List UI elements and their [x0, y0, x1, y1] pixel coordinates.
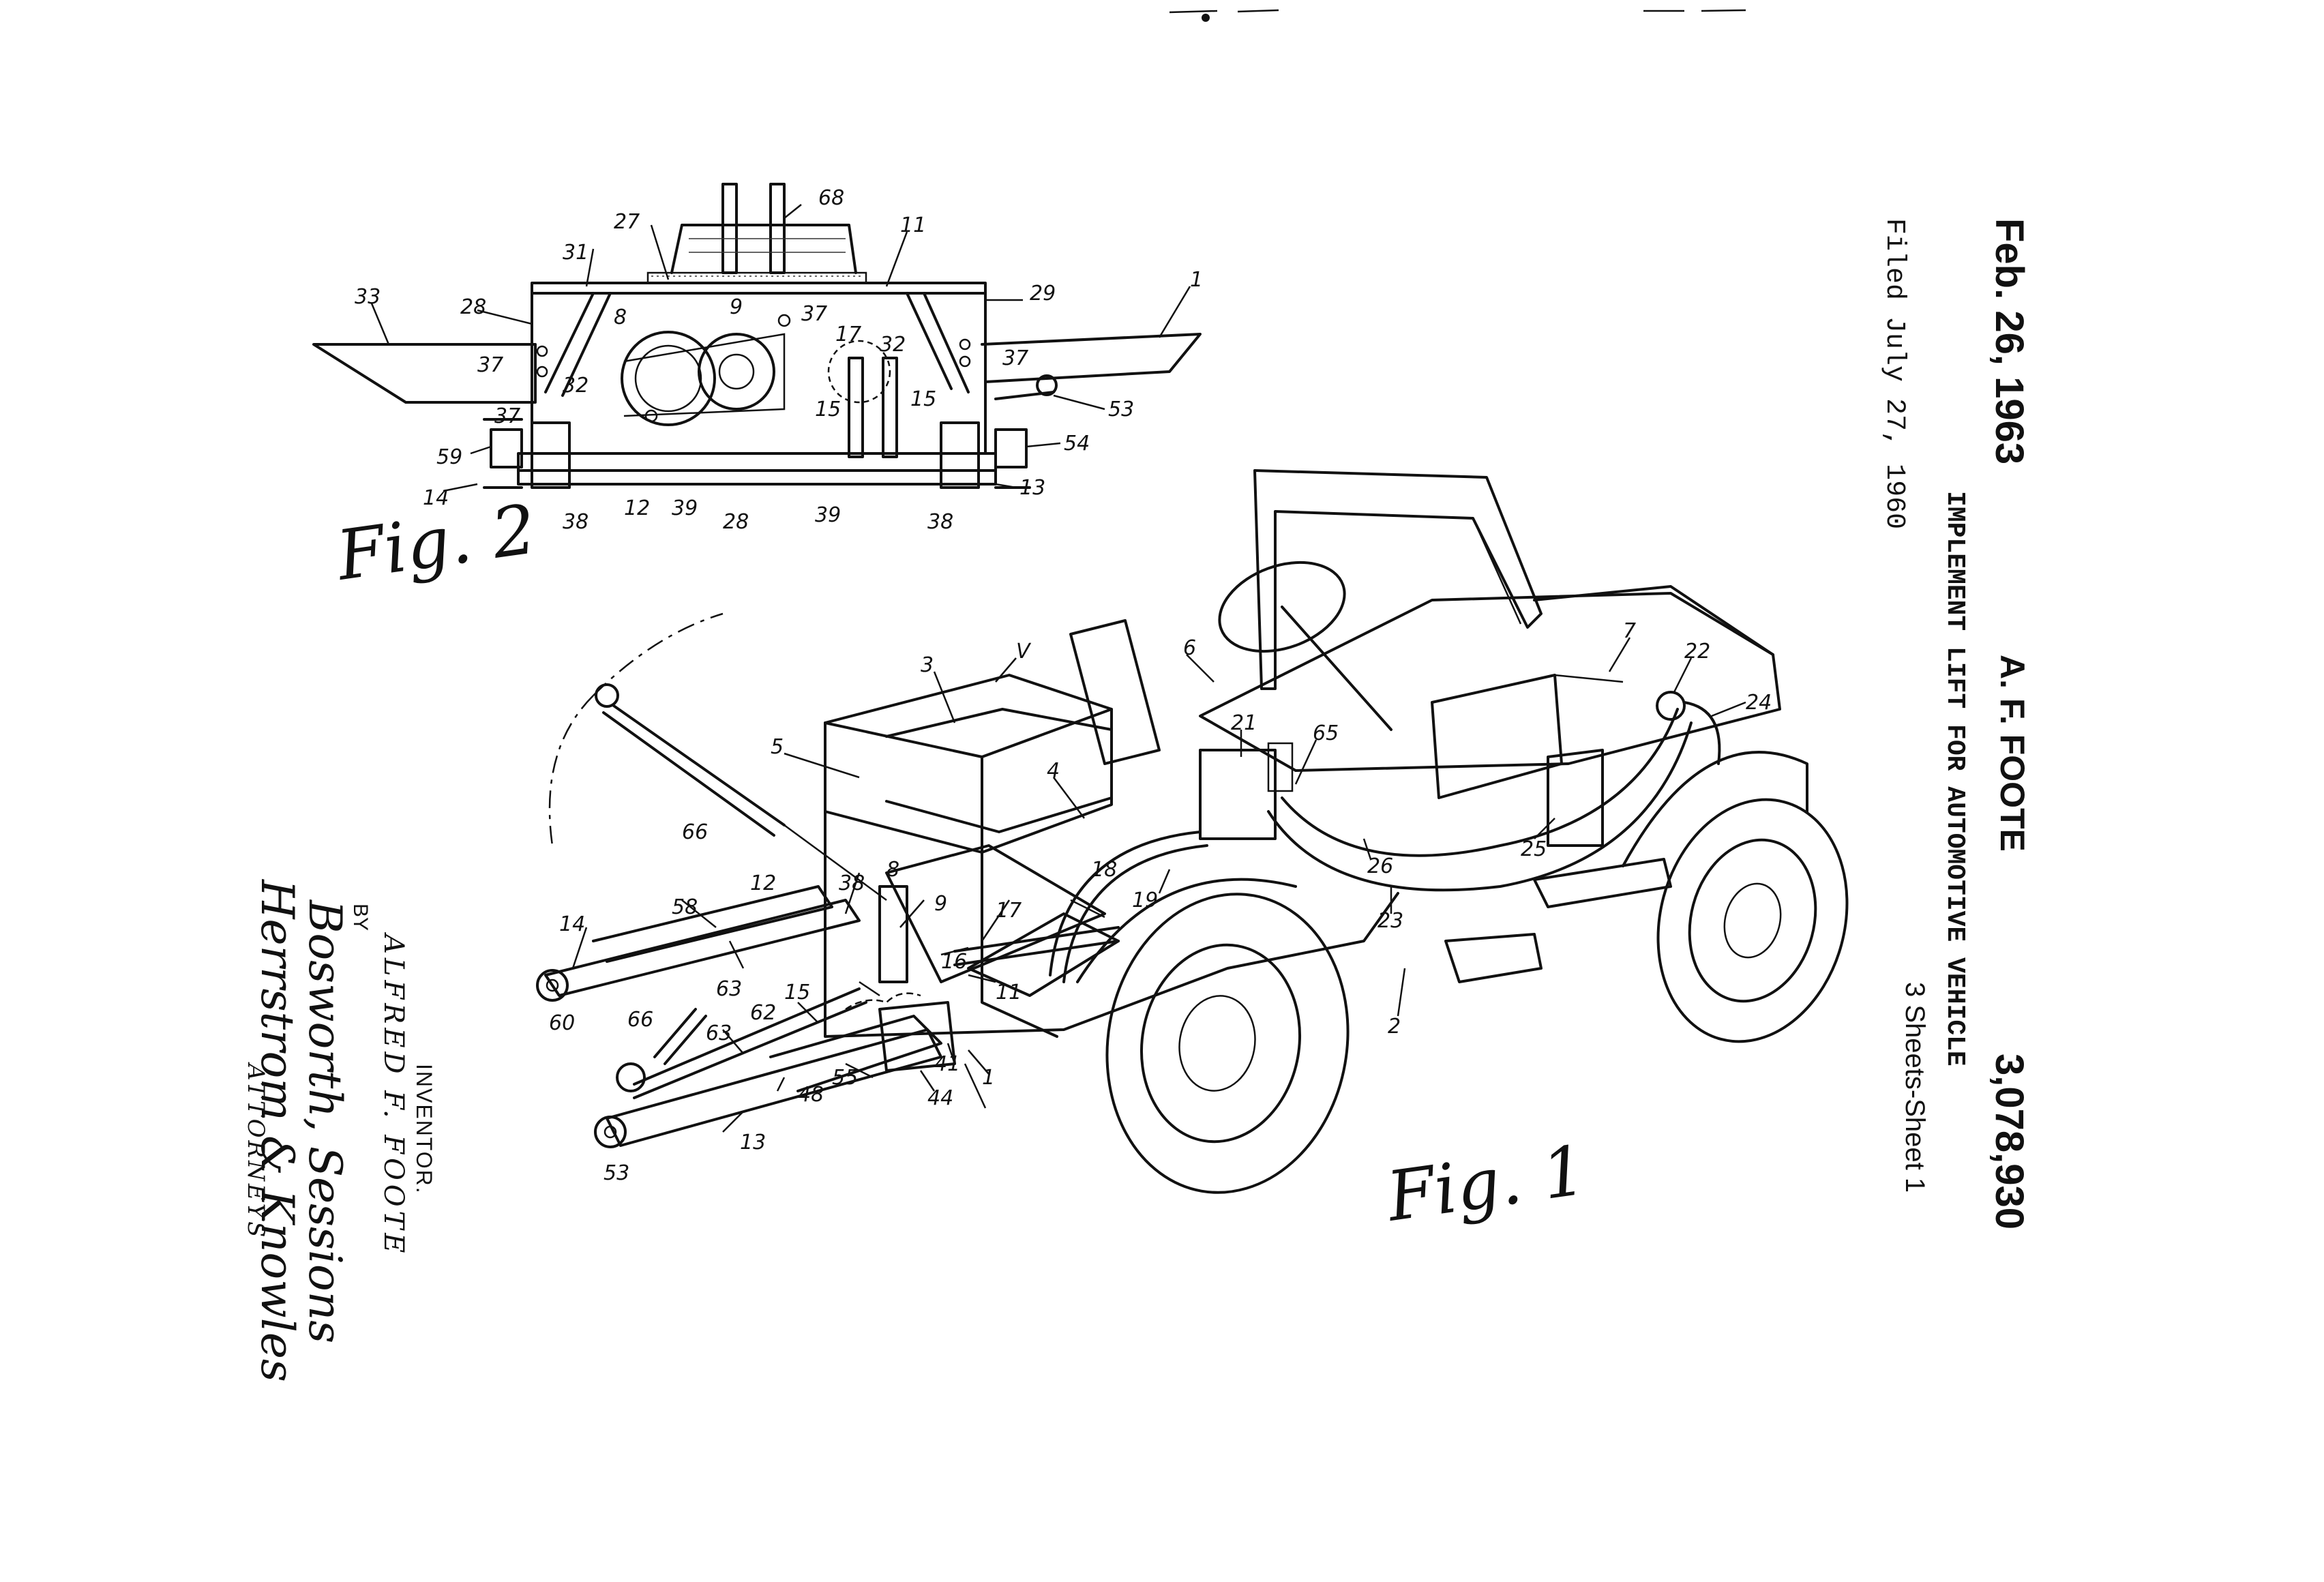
fig1-ref-4: 4	[1047, 759, 1060, 783]
fig1-ref-66b: 66	[627, 1008, 653, 1032]
fig1-ref-9: 9	[934, 892, 947, 916]
fig1-ref-66a: 66	[682, 820, 708, 844]
fig1-ref-53: 55	[832, 1066, 858, 1090]
fig1-ref-24: 24	[1746, 691, 1772, 715]
fig1-ref-17: 17	[996, 899, 1022, 923]
fig2-drawing: 33 28 37 37 31 27 8 32 9 37 68 11 17 32 …	[312, 183, 1203, 596]
fig1-ref-21: 21	[1231, 711, 1257, 735]
fig1-drawing: V 3 5 4 6 21 65 7 22 24 26 25 23 2 18 19…	[536, 469, 1849, 1237]
fig2-ref-32b: 32	[880, 333, 906, 357]
fig1-ref-12: 12	[750, 871, 776, 895]
fig1-ref-22: 22	[1684, 640, 1710, 663]
fig1-ref-11: 11	[996, 981, 1022, 1004]
fig2-ref-31: 31	[563, 241, 589, 265]
fig2-ref-9: 9	[730, 295, 743, 319]
fig2-ref-37a: 37	[477, 353, 503, 377]
fig2-title: Fig. 2	[331, 489, 541, 596]
fig1-ref-26: 26	[1367, 854, 1393, 878]
fig1-ref-58: 58	[672, 895, 698, 919]
fig2-ref-37d: 37	[1002, 346, 1028, 370]
fig2-ref-17: 17	[835, 323, 861, 346]
fig1-ref-63a: 63	[716, 977, 742, 1001]
fig2-ref-33: 33	[355, 285, 381, 309]
fig2-ref-14: 14	[423, 486, 449, 510]
fig2-ref-15b: 15	[910, 387, 936, 411]
fig1-ref-15: 15	[784, 981, 810, 1004]
fig1-ref-7: 7	[1623, 619, 1636, 643]
fig1-ref-38: 38	[839, 871, 865, 895]
fig2-ref-59: 59	[436, 445, 462, 469]
fig1-ref-62: 62	[750, 1001, 776, 1025]
fig2-ref-29: 28	[723, 510, 749, 534]
fig1-ref-13: 13	[740, 1131, 766, 1154]
fig1-ref-48: 48	[798, 1083, 824, 1107]
fig1-ref-19: 19	[1132, 889, 1158, 912]
fig1-ref-6: 6	[1183, 636, 1196, 660]
fig2-ref-37c: 37	[801, 302, 827, 326]
fig2-ref-54: 54	[1064, 432, 1090, 456]
fig1-ref-18: 18	[1091, 858, 1117, 882]
fig1-ref-14: 14	[559, 912, 585, 936]
fig2-ref-38b: 38	[927, 510, 953, 534]
fig2-ref-38a: 38	[563, 510, 589, 534]
fig1-ref-25: 25	[1521, 837, 1547, 861]
fig1-ref-55: 53	[604, 1161, 629, 1185]
fig1-ref-60: 60	[549, 1011, 575, 1035]
fig1-ref-41: 41	[934, 1052, 960, 1076]
fig1-ref-3: 3	[921, 653, 934, 677]
fig2-ref-68: 68	[818, 186, 844, 210]
fig2-ref-12: 12	[624, 496, 650, 520]
fig2-ref-8: 8	[614, 305, 627, 329]
fig2-ref-1: 1	[1190, 268, 1203, 292]
fig2-ref-39a: 39	[672, 496, 698, 520]
scan-marks	[1169, 9, 1746, 22]
fig1-ref-63b: 63	[706, 1021, 732, 1045]
fig2-ref-39b: 39	[815, 503, 841, 527]
fig1-ref-5: 5	[771, 735, 784, 759]
fig2-ref-28b: 29	[1030, 282, 1056, 305]
fig2-ref-13: 13	[1019, 476, 1045, 500]
fig1-ref-8: 8	[887, 858, 899, 882]
fig2-ref-53: 53	[1108, 398, 1134, 421]
fig1-ref-65: 65	[1313, 721, 1339, 745]
fig2-ref-15a: 15	[815, 398, 841, 421]
fig2-ref-32a: 32	[563, 374, 589, 398]
fig2-ref-11: 11	[900, 213, 926, 237]
fig1-title: Fig. 1	[1381, 1130, 1591, 1237]
fig2-ref-37b: 37	[494, 404, 520, 428]
fig1-ref-44: 44	[927, 1086, 953, 1110]
fig1-ref-23: 23	[1377, 909, 1403, 933]
fig1-ref-V: V	[1016, 640, 1032, 663]
fig1-ref-1: 1	[982, 1066, 995, 1090]
fig2-ref-27: 27	[614, 210, 640, 234]
fig1-ref-16: 16	[941, 950, 967, 974]
fig2-ref-28a: 28	[460, 295, 486, 319]
fig1-ref-2: 2	[1388, 1015, 1401, 1039]
